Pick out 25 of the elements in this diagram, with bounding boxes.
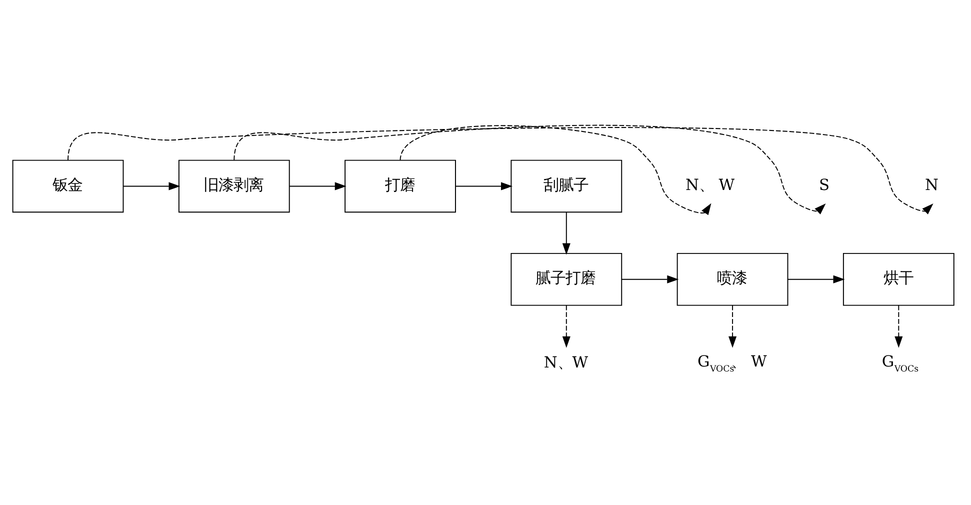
arrow (234, 124, 826, 214)
node-text: G$_{VOCs}$ (882, 352, 919, 374)
arrow (400, 124, 712, 215)
arrow (621, 274, 679, 283)
arrow (562, 211, 570, 254)
arrow (123, 182, 180, 190)
node-text: N (925, 175, 939, 194)
node-text: N、 W (685, 175, 735, 194)
arrow (68, 126, 934, 214)
node-box: 腻子打磨 (510, 252, 622, 306)
arrow (562, 304, 570, 348)
arrow (894, 304, 903, 348)
node-text: G$_{VOCs}$、 W (697, 352, 767, 374)
node-box: 烘干 (842, 252, 954, 306)
node-box: 喷漆 (676, 252, 788, 306)
node-box: 刮腻子 (510, 159, 622, 212)
node-text: S (818, 175, 830, 194)
arrow (455, 182, 513, 190)
arrow (788, 274, 845, 283)
node-box: 钣金 (12, 159, 124, 212)
node-box: 旧漆剥离 (178, 159, 290, 212)
node-box: 打磨 (344, 159, 456, 212)
arrow (289, 182, 346, 190)
arrow (728, 304, 737, 348)
node-text: N、W (544, 353, 588, 372)
